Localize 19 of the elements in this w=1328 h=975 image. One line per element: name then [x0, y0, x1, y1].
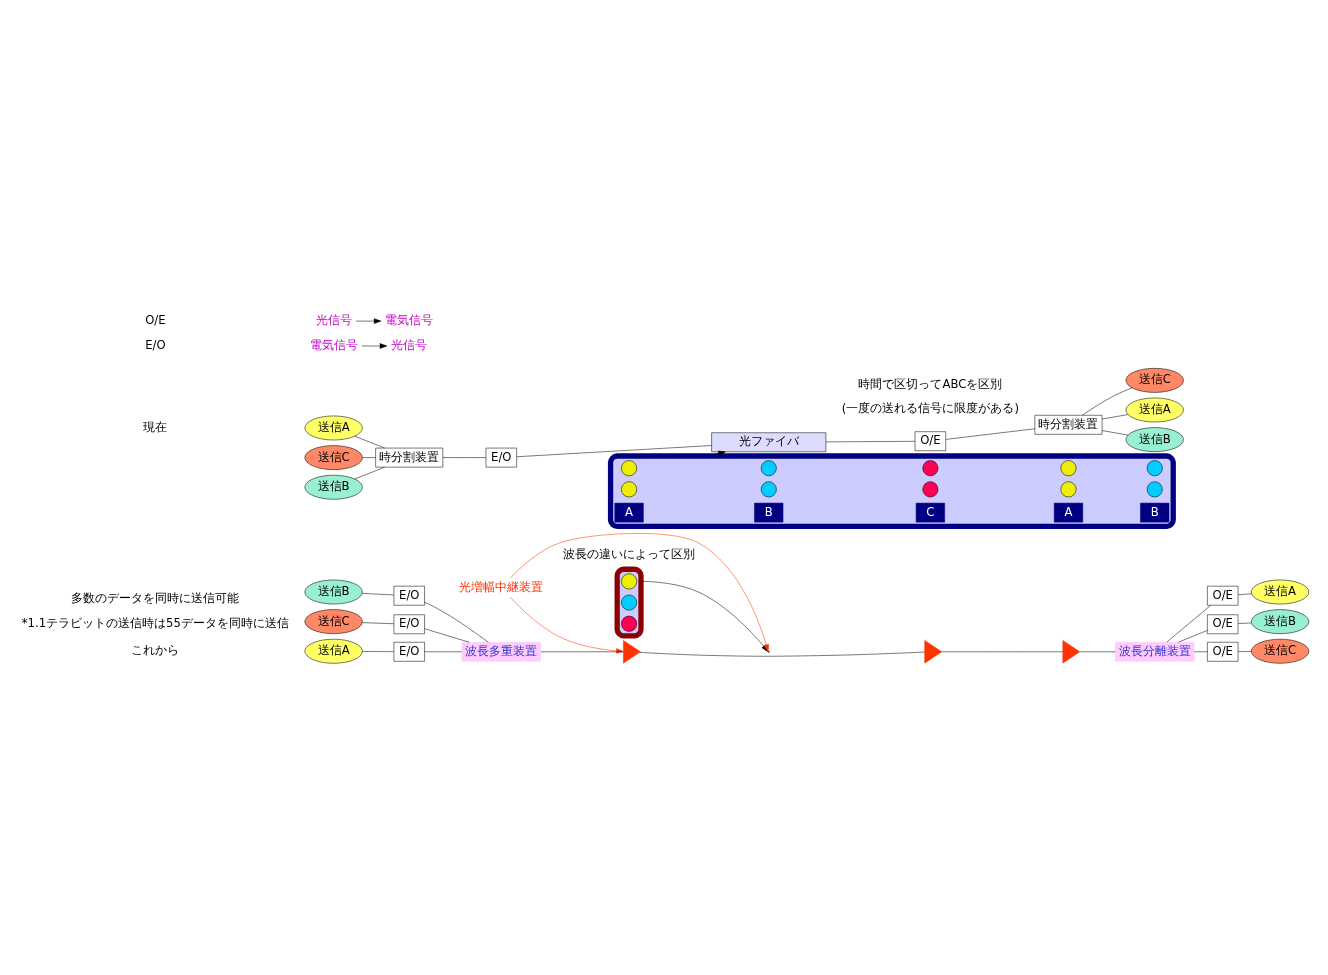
label: A: [625, 504, 634, 519]
label: これから: [131, 643, 180, 658]
node-text: 電気信号: [385, 313, 434, 328]
label: E/O: [145, 337, 166, 352]
label: 現在: [143, 419, 168, 434]
label: *1.1テラビットの送信時は55データを同時に送信: [21, 616, 289, 631]
label: B: [1150, 504, 1159, 519]
label: 時間で区切ってABCを区別: [858, 376, 1003, 391]
node-text: 光増幅中継装置: [459, 579, 544, 594]
label: (一度の送れる信号に限度がある): [841, 401, 1019, 416]
label: O/E: [145, 313, 166, 328]
node-text: 光信号: [315, 313, 352, 328]
label: C: [926, 504, 935, 519]
label: A: [1064, 504, 1073, 519]
node-text: 光信号: [391, 337, 428, 352]
label: 波長の違いによって区別: [563, 547, 696, 562]
label: B: [764, 504, 773, 519]
label: 多数のデータを同時に送信可能: [71, 591, 240, 606]
node-text: 電気信号: [309, 337, 358, 352]
